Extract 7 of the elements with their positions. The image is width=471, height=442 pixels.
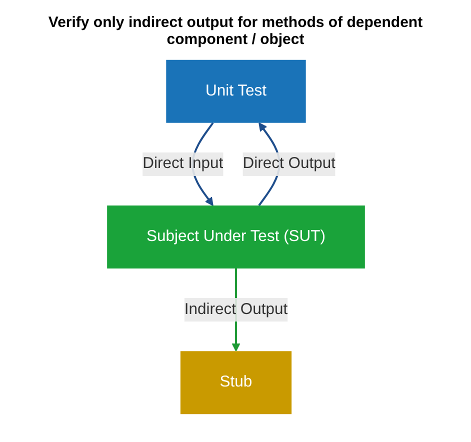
diagram-title: Verify only indirect output for methods of dependent component / object (47, 14, 424, 48)
node-box: Unit Test (166, 60, 306, 123)
node-box: Stub (180, 351, 292, 414)
edge-label: Direct Output (242, 155, 336, 172)
edge-label: Indirect Output (184, 300, 288, 318)
node-box: Subject Under Test (SUT) (106, 206, 364, 268)
edge-label: Direct Input (142, 155, 223, 172)
